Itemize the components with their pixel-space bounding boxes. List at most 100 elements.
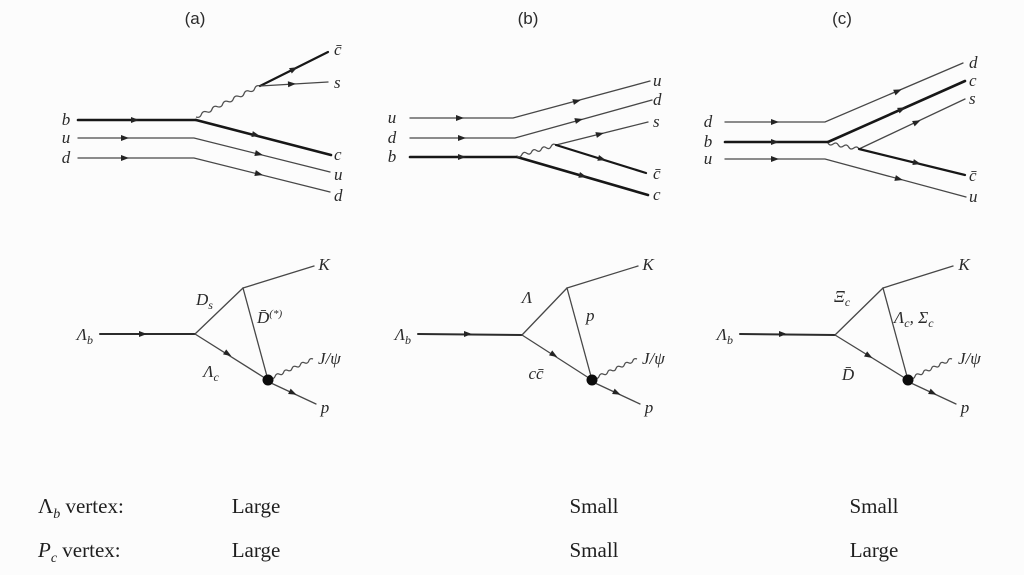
interaction-blob bbox=[586, 374, 598, 386]
label-out-cbar: c̄ bbox=[334, 40, 343, 59]
triangle-diagram-a: Λb Ds K D̄(*) Λc J/ψ p bbox=[75, 255, 342, 417]
label-proton: p bbox=[644, 398, 654, 417]
label-lambda-b: Λb bbox=[393, 325, 411, 347]
arrowhead bbox=[912, 120, 921, 127]
arrowhead bbox=[288, 388, 297, 395]
label-out-d: d bbox=[334, 186, 343, 205]
arrowhead bbox=[131, 117, 139, 123]
row-label-pc-vertex: Pc vertex: bbox=[38, 538, 121, 567]
label-in-b: b bbox=[62, 110, 71, 129]
u-quark-line bbox=[724, 158, 967, 198]
interaction-blob bbox=[902, 374, 914, 386]
arrowhead bbox=[912, 159, 921, 165]
label-in-u: u bbox=[388, 108, 397, 127]
c-quark-line bbox=[826, 79, 967, 144]
w-boson-wavy-line bbox=[516, 143, 557, 158]
quark-diagram-b: u d b u d s c̄ c bbox=[388, 71, 662, 204]
arrowhead bbox=[771, 119, 779, 125]
lambda-c-sigma-c-line bbox=[882, 287, 909, 381]
label-xi-c: Ξc bbox=[834, 287, 851, 309]
arrowhead bbox=[595, 132, 604, 138]
arrowhead bbox=[572, 99, 581, 105]
label-in-d: d bbox=[62, 148, 71, 167]
quark-diagram-a: b u d c̄ s c u d bbox=[62, 40, 343, 205]
arrowhead bbox=[928, 388, 937, 395]
arrowhead bbox=[254, 150, 263, 156]
label-out-s: s bbox=[653, 112, 660, 131]
d-quark-line bbox=[724, 62, 964, 123]
label-out-cbar: c̄ bbox=[969, 166, 978, 185]
jpsi-wavy-line bbox=[910, 357, 953, 380]
arrowhead bbox=[578, 172, 587, 178]
label-jpsi: J/ψ bbox=[318, 349, 341, 368]
label-kaon: K bbox=[957, 255, 971, 274]
quark-diagram-c: d b u d c s c̄ u bbox=[704, 53, 978, 206]
label-lambda-b: Λb bbox=[75, 325, 93, 347]
label-ds: Ds bbox=[195, 290, 213, 312]
label-out-s: s bbox=[334, 73, 341, 92]
w-boson-wavy-line bbox=[195, 85, 261, 118]
label-out-u: u bbox=[334, 165, 343, 184]
arrowhead bbox=[612, 388, 621, 395]
arrowhead bbox=[464, 331, 472, 337]
arrowhead bbox=[574, 118, 583, 124]
arrowhead bbox=[254, 170, 263, 176]
label-proton: p bbox=[320, 398, 330, 417]
arrowhead bbox=[897, 107, 906, 114]
u-quark-line bbox=[77, 137, 331, 173]
label-lambda: Λ bbox=[520, 288, 533, 307]
s-quark-line bbox=[858, 98, 966, 150]
label-out-u: u bbox=[969, 187, 978, 206]
arrowhead bbox=[456, 115, 464, 121]
lambda-c-line bbox=[194, 333, 269, 381]
panel-label-a: (a) bbox=[184, 9, 206, 28]
arrowhead bbox=[458, 135, 466, 141]
kaon-line bbox=[242, 265, 315, 289]
triangle-diagram-b: Λb Λ K p cc̄ J/ψ p bbox=[393, 255, 666, 417]
label-kaon: K bbox=[641, 255, 655, 274]
label-out-cbar: c̄ bbox=[653, 164, 662, 183]
arrowhead bbox=[121, 135, 129, 141]
w-boson-wavy-line bbox=[827, 142, 860, 150]
jpsi-wavy-line bbox=[594, 357, 638, 380]
label-kaon: K bbox=[317, 255, 331, 274]
label-jpsi: J/ψ bbox=[958, 349, 981, 368]
label-out-c: c bbox=[334, 145, 342, 164]
cell-b-pc: Small bbox=[569, 538, 619, 562]
label-out-s: s bbox=[969, 89, 976, 108]
arrowhead bbox=[771, 156, 779, 162]
label-ccbar: cc̄ bbox=[528, 364, 544, 383]
arrowhead bbox=[771, 139, 779, 145]
kaon-line bbox=[566, 265, 639, 289]
arrowhead bbox=[458, 154, 466, 160]
label-proton: p bbox=[960, 398, 970, 417]
label-jpsi: J/ψ bbox=[642, 349, 665, 368]
label-in-d: d bbox=[388, 128, 397, 147]
row-label-lambda-b-vertex: Λb vertex: bbox=[38, 494, 124, 523]
arrowhead bbox=[289, 67, 298, 74]
arrowhead bbox=[893, 89, 902, 96]
arrowhead bbox=[894, 175, 903, 181]
arrowhead bbox=[223, 349, 232, 357]
cell-c-lambda-b: Small bbox=[849, 494, 899, 518]
dbar-exchange-line bbox=[242, 287, 269, 381]
ccbar-line bbox=[521, 334, 593, 381]
u-quark-line bbox=[409, 80, 651, 119]
ds-line bbox=[194, 287, 244, 335]
label-dbar: D̄ bbox=[841, 365, 855, 384]
lambda-b-line bbox=[739, 333, 836, 336]
label-in-b: b bbox=[388, 147, 397, 166]
arrowhead bbox=[287, 81, 296, 88]
label-in-u: u bbox=[62, 128, 71, 147]
c-quark-line bbox=[194, 118, 333, 157]
label-out-c: c bbox=[653, 185, 661, 204]
proton-exchange-line bbox=[566, 287, 593, 381]
d-quark-line bbox=[409, 99, 653, 139]
arrowhead bbox=[864, 351, 873, 359]
label-proton-exchange: p bbox=[585, 306, 595, 325]
label-dbar-exchange: D̄(*) bbox=[256, 308, 282, 327]
panel-label-b: (b) bbox=[517, 9, 539, 28]
label-lambda-b: Λb bbox=[715, 325, 733, 347]
label-lambda-c-sigma-c: Λc, Σc bbox=[892, 308, 934, 330]
